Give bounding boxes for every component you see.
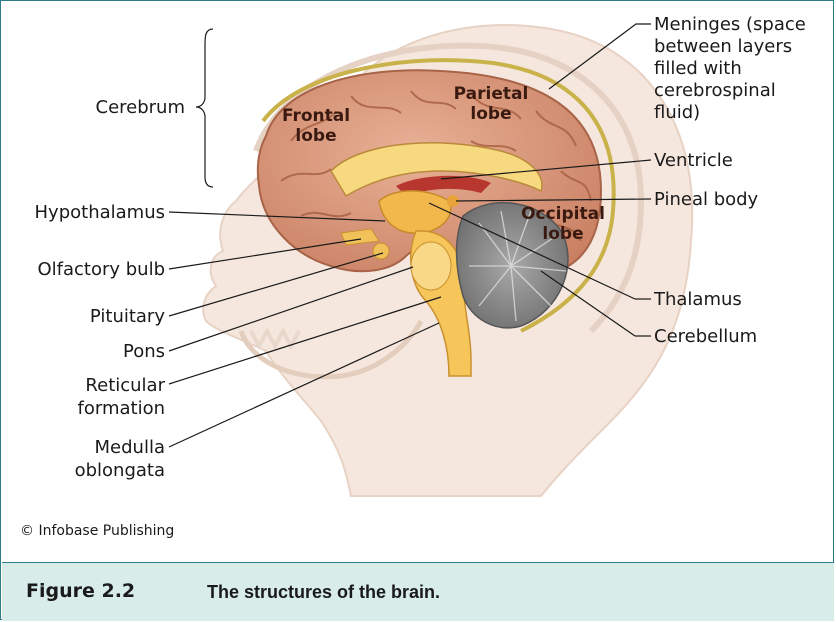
thalamus-label: Thalamus (653, 289, 742, 310)
meninges-label-2: between layers (654, 36, 792, 57)
ventricle-label: Ventricle (654, 150, 733, 171)
cerebrum-label: Cerebrum (96, 97, 186, 118)
pituitary-label: Pituitary (90, 306, 165, 327)
pons-label: Pons (123, 341, 165, 362)
figure-number: Figure 2.2 (26, 580, 135, 602)
meninges-label-3: filled with (654, 58, 742, 79)
pons-shape (411, 242, 451, 290)
reticular-formation-label: Reticular (85, 375, 165, 396)
medulla-oblongata-label-2: oblongata (75, 460, 165, 481)
pituitary-shape (373, 243, 389, 259)
meninges-label-5: fluid) (654, 102, 700, 123)
hypothalamus-label: Hypothalamus (35, 202, 165, 223)
parietal-lobe-label-2: lobe (470, 104, 511, 124)
meninges-label-4: cerebrospinal (654, 80, 776, 101)
medulla-oblongata-label: Medulla (95, 437, 165, 458)
credit-text: © Infobase Publishing (20, 523, 174, 539)
olfactory-bulb-label: Olfactory bulb (37, 259, 165, 280)
cerebellum-label: Cerebellum (654, 326, 757, 347)
frontal-lobe-label: Frontal (282, 106, 350, 126)
brain-illustration: Frontal lobe Parietal lobe Occipital lob… (1, 1, 835, 561)
figure-caption: The structures of the brain. (207, 582, 440, 603)
frontal-lobe-label-2: lobe (295, 126, 336, 146)
pineal-body-label: Pineal body (654, 189, 759, 210)
meninges-label: Meninges (space (654, 14, 806, 35)
occipital-lobe-label-2: lobe (542, 224, 583, 244)
cerebrum-brace (196, 29, 213, 187)
occipital-lobe-label: Occipital (521, 204, 605, 224)
parietal-lobe-label: Parietal (454, 84, 529, 104)
caption-bar: Figure 2.2 The structures of the brain. (2, 562, 834, 621)
reticular-formation-label-2: formation (78, 398, 165, 419)
